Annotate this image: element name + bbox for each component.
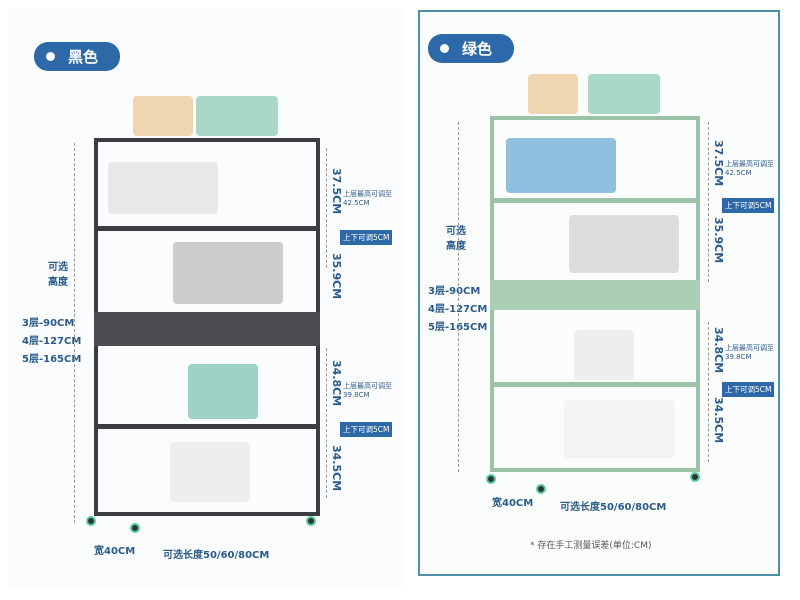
height-bracket [458,122,464,472]
dimension-label: 34.5CM [330,445,343,492]
dimension-label: 35.9CM [712,217,725,264]
dimension-bracket [708,122,714,282]
storage-box [170,442,250,502]
microwave [108,162,218,214]
adjust-note: 上层最高可调至42.5CM [725,160,774,177]
wheel [86,516,96,526]
dimension-label: 34.8CM [330,360,343,407]
adjust-badge: 上下可调5CM [340,230,393,245]
wheel [130,523,140,533]
adjust-badge: 上下可调5CM [340,422,393,437]
adjust-note: 上层最高可调至39.8CM [343,382,392,399]
steamer-pot [528,74,578,114]
adjust-note: 上层最高可调至42.5CM [343,190,392,207]
dimension-label: 34.8CM [712,327,725,374]
dimension-label: 37.5CM [712,140,725,187]
oven [569,215,679,273]
adjust-badge: 上下可调5CM [722,382,775,397]
rice-cooker [574,330,634,380]
height-option: 4层-127CM [428,304,488,315]
microwave [506,138,616,193]
wheel [690,472,700,482]
green-rack-panel: 绿色 可选高度 3层-90CM 4层-127CM 5层-165CM 37.5CM… [418,10,780,576]
toaster [588,74,660,114]
width-label: 宽40CM [94,546,136,557]
drawer-shelf [490,280,700,310]
height-bracket [74,143,80,523]
height-option: 5层-165CM [22,354,82,365]
height-title: 可选高度 [48,262,68,288]
rice-cooker [188,364,258,419]
length-label: 可选长度50/60/80CM [560,502,667,513]
shelf [94,424,320,429]
adjust-badge: 上下可调5CM [722,198,775,213]
black-rack-panel: 黑色 可选高度 3层-90CM 4层-127CM 5层-165CM 37.5CM… [8,8,403,588]
dimension-label: 37.5CM [330,168,343,215]
shelf [490,382,700,387]
black-rack [94,138,320,516]
storage-box [564,400,674,458]
drawer-shelf [94,312,320,346]
color-label-green: 绿色 [428,34,515,63]
height-option: 5层-165CM [428,322,488,333]
height-option: 3层-90CM [22,318,75,329]
length-label: 可选长度50/60/80CM [163,550,270,561]
steamer-pot [133,96,193,136]
height-title: 可选高度 [446,226,466,252]
dimension-label: 34.5CM [712,397,725,444]
shelf [94,226,320,231]
adjust-note: 上层最高可调至39.8CM [725,344,774,361]
shelf [490,198,700,203]
wheel [306,516,316,526]
dimension-label: 35.9CM [330,253,343,300]
wheel [536,484,546,494]
dimension-bracket [326,348,332,498]
height-option: 4层-127CM [22,336,82,347]
dimension-bracket [326,148,332,268]
green-rack [490,116,700,472]
toaster [196,96,278,136]
height-option: 3层-90CM [428,286,481,297]
color-label-black: 黑色 [34,42,121,71]
footnote: * 存在手工测量误差(单位:CM) [530,541,652,551]
oven [173,242,283,304]
dimension-bracket [708,322,714,462]
width-label: 宽40CM [492,498,534,509]
wheel [486,474,496,484]
